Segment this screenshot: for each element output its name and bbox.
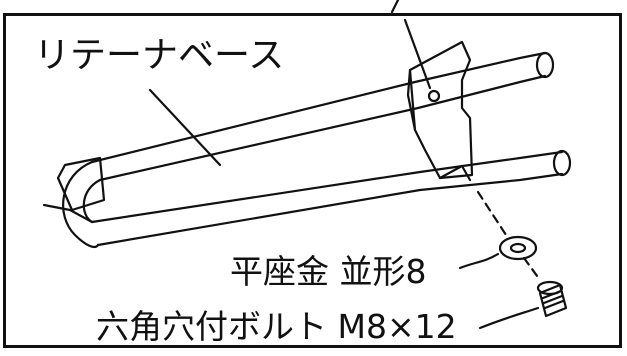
figure-frame [3,13,622,348]
bracket-leader-line [403,18,432,90]
bracket-edge [408,68,417,132]
retainer-base-part [42,51,572,249]
bolt-hole [427,89,441,103]
upper-rail [90,51,547,164]
bracket-lower-lip [438,164,472,182]
bolt-leader-line [478,306,540,330]
upper-rail-end [535,51,555,79]
washer-leader-line [458,252,500,270]
bolt-part [536,280,568,318]
lower-rail-end [552,149,572,177]
u-bend-outer [62,160,100,249]
flat-washer-label: 平座金 並形8 [230,252,427,291]
hex-socket-bolt-label: 六角穴付ボルト M8×12 [96,307,457,346]
lower-rail-edge [96,172,564,247]
left-end-foot [42,203,94,224]
bracket-part [406,40,474,182]
assembly-axis-upper [476,190,510,240]
base-leader-line [148,88,222,167]
washer-part [498,235,538,261]
lower-rail [90,150,564,224]
left-end-tab [56,156,106,212]
assembly-axis-lower [522,256,542,282]
upper-rail-edge [98,74,547,182]
top-leader-line [390,0,400,14]
retainer-base-label: リテーナベース [34,35,285,76]
